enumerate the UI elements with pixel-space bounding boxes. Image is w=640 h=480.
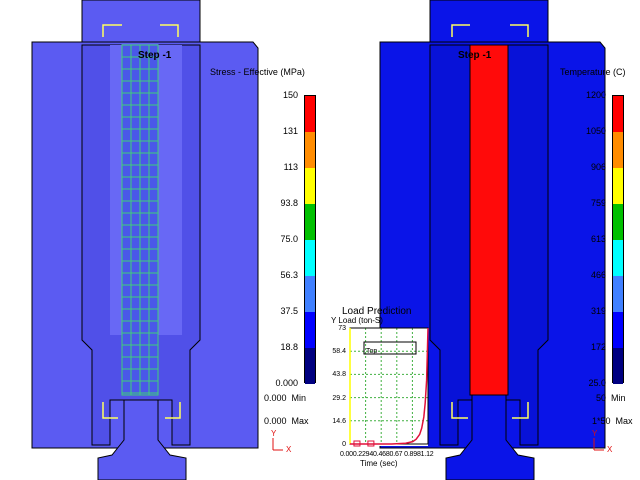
chart-legend-label: Top bbox=[366, 348, 378, 355]
chart-point-marker bbox=[367, 440, 375, 447]
chart-x-ticks: 0.000.22940.4680.67 0.8981.12 bbox=[340, 451, 434, 458]
right-max-value: 1*50 bbox=[592, 416, 611, 426]
left-marker-top-left bbox=[102, 24, 122, 37]
left-min-label: Min bbox=[291, 393, 307, 403]
chart-y-tick-label: 0 bbox=[342, 441, 346, 448]
right-legend-tick: 1050 bbox=[585, 126, 606, 136]
chart-ylabel: Y Load (ton-S) bbox=[331, 316, 383, 325]
right-legend-tick: 906 bbox=[590, 162, 606, 172]
right-legend-swatch bbox=[613, 312, 623, 348]
left-legend-swatch bbox=[305, 348, 315, 384]
right-top-punch bbox=[429, 0, 549, 46]
left-marker-top-right bbox=[160, 24, 179, 37]
left-marker-bottom-left bbox=[102, 402, 118, 419]
right-color-legend bbox=[612, 95, 624, 384]
chart-y-tick-label: 14.6 bbox=[332, 417, 346, 425]
right-legend-swatch bbox=[613, 276, 623, 312]
left-marker-bottom-right bbox=[165, 402, 181, 419]
left-legend-swatch bbox=[305, 168, 315, 204]
chart-title: Load Prediction bbox=[342, 306, 412, 317]
left-legend-tick: 0.000 bbox=[275, 378, 298, 388]
right-legend-swatch bbox=[613, 132, 623, 168]
left-axis-y-label: Y bbox=[271, 429, 277, 438]
chart-xlabel: Time (sec) bbox=[360, 459, 398, 468]
load-prediction-chart[interactable] bbox=[330, 300, 434, 470]
chart-series bbox=[350, 327, 429, 447]
right-axis-triad bbox=[593, 438, 604, 451]
left-legend-tick: 113 bbox=[283, 162, 298, 172]
left-legend-swatch bbox=[305, 312, 315, 348]
right-min-label: Min bbox=[611, 393, 626, 403]
right-marker-bottom-right bbox=[512, 402, 529, 419]
right-min-readout: 50 Min bbox=[596, 393, 626, 403]
left-legend-tick: 56.3 bbox=[280, 270, 298, 280]
left-bottom-ejector bbox=[97, 399, 187, 480]
left-legend-swatch bbox=[305, 96, 315, 132]
right-axis-x-label: X bbox=[607, 445, 613, 454]
left-axis-x-label: X bbox=[286, 445, 292, 454]
left-workpiece bbox=[31, 0, 259, 480]
left-legend-swatch bbox=[305, 276, 315, 312]
chart-y-tick-label: 43.8 bbox=[332, 371, 346, 379]
left-legend-tick: 131 bbox=[282, 126, 298, 136]
right-axis-y-label: Y bbox=[592, 429, 598, 438]
chart-y-tick-label: 73 bbox=[338, 325, 346, 332]
left-min-value: 0.000 bbox=[264, 393, 287, 403]
right-legend-tick: 759 bbox=[590, 198, 606, 208]
right-legend-tick: 25.0 bbox=[588, 378, 606, 388]
right-legend-swatch bbox=[613, 348, 623, 384]
right-step-label: Step -1 bbox=[458, 50, 492, 61]
left-axis-triad bbox=[272, 438, 283, 451]
chart-series-line bbox=[350, 327, 429, 445]
chart-point-marker bbox=[353, 440, 361, 447]
left-top-punch bbox=[81, 0, 201, 46]
right-legend-tick: 466 bbox=[590, 270, 606, 280]
right-legend-swatch bbox=[613, 240, 623, 276]
left-legend-tick: 37.5 bbox=[280, 306, 298, 316]
right-marker-top-left bbox=[451, 24, 470, 37]
left-legend-swatch bbox=[305, 132, 315, 168]
right-min-value: 50 bbox=[596, 393, 607, 403]
plot-area-white bbox=[350, 328, 428, 446]
left-min-readout: 0.000 Min bbox=[264, 393, 306, 403]
chart-y-tick-label: 29.2 bbox=[332, 394, 346, 402]
right-legend-tick: 319 bbox=[590, 306, 606, 316]
right-legend-tick: 172 bbox=[590, 342, 606, 352]
right-legend-swatch bbox=[613, 168, 623, 204]
left-legend-tick: 75.0 bbox=[280, 234, 298, 244]
left-color-legend bbox=[304, 95, 316, 384]
left-step-label: Step -1 bbox=[138, 50, 172, 61]
right-marker-bottom-left bbox=[451, 402, 468, 419]
right-legend-tick: 1200 bbox=[585, 90, 606, 100]
right-max-readout: 1*50 Max bbox=[592, 416, 633, 426]
right-max-label: Max bbox=[615, 416, 633, 426]
left-variable-title: Stress - Effective (MPa) bbox=[210, 67, 305, 77]
right-hot-billet bbox=[469, 44, 509, 396]
chart-y-tick-label: 58.4 bbox=[332, 348, 346, 356]
left-legend-tick: 93.8 bbox=[280, 198, 298, 208]
right-workpiece bbox=[379, 0, 606, 480]
left-legend-swatch bbox=[305, 204, 315, 240]
right-legend-tick: 613 bbox=[590, 234, 606, 244]
right-legend-swatch bbox=[613, 96, 623, 132]
left-legend-tick: 150 bbox=[282, 90, 298, 100]
chart-legend-box bbox=[363, 341, 417, 355]
left-legend-tick: 18.8 bbox=[280, 342, 298, 352]
left-max-label: Max bbox=[291, 416, 309, 426]
left-max-readout: 0.000 Max bbox=[264, 416, 309, 426]
left-legend-swatch bbox=[305, 240, 315, 276]
right-marker-top-right bbox=[510, 24, 529, 37]
right-bottom-ejector bbox=[445, 394, 535, 480]
left-mesh-lines bbox=[122, 45, 159, 395]
right-variable-title: Temperature (C) bbox=[560, 67, 626, 77]
right-legend-swatch bbox=[613, 204, 623, 240]
left-max-value: 0.000 bbox=[264, 416, 287, 426]
